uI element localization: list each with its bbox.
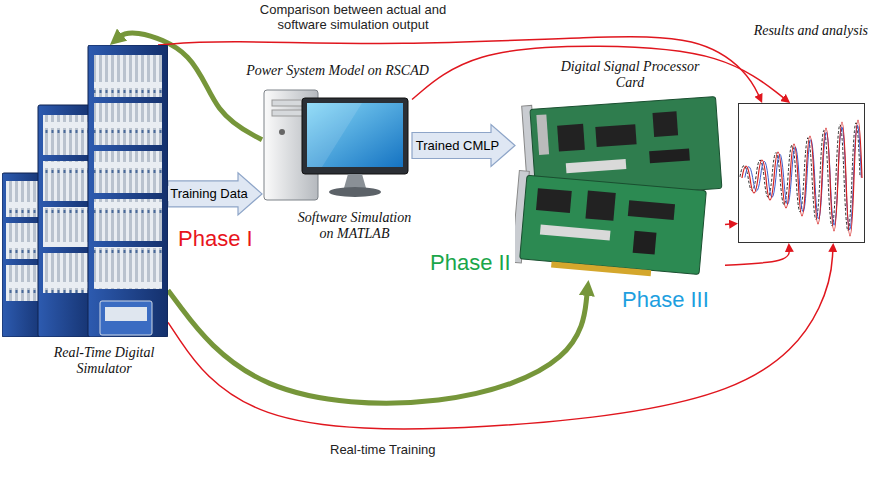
results-plot-node: Results and analysis	[738, 103, 865, 243]
annotation: Real-time Training	[330, 442, 436, 457]
caption: Digital Signal Processor Card	[550, 59, 710, 91]
edge-label: Training Data	[168, 186, 250, 201]
output-arrow	[725, 223, 733, 225]
training-arrow	[168, 290, 587, 403]
block-arrow	[412, 125, 515, 167]
computer-node: Power System Model on RSCADSoftware Simu…	[262, 88, 412, 203]
edge-label: Trained CMLP	[414, 138, 501, 153]
phase-label: Phase III	[622, 287, 709, 313]
simulator-node: Real-Time Digital Simulator	[2, 45, 168, 337]
phase-label: Phase I	[178, 226, 253, 252]
dsp-card-illustration	[515, 95, 725, 280]
waveform-plot	[738, 103, 865, 243]
block-arrow	[168, 173, 262, 215]
annotation: Comparison between actual and software s…	[248, 2, 458, 32]
comparison-arrow	[168, 248, 833, 429]
comparison-arrow	[158, 37, 760, 99]
simulator-illustration	[2, 45, 168, 337]
computer-illustration	[262, 88, 412, 203]
caption: Software Simulation on MATLAB	[292, 210, 417, 242]
dsp-card-node: Digital Signal Processor Card	[515, 95, 725, 280]
phase-label: Phase II	[430, 250, 511, 276]
comparison-arrow	[412, 46, 786, 100]
caption: Results and analysis	[723, 23, 868, 39]
output-arrow	[725, 248, 789, 265]
caption: Real-Time Digital Simulator	[40, 345, 168, 377]
caption: Power System Model on RSCAD	[235, 63, 440, 79]
